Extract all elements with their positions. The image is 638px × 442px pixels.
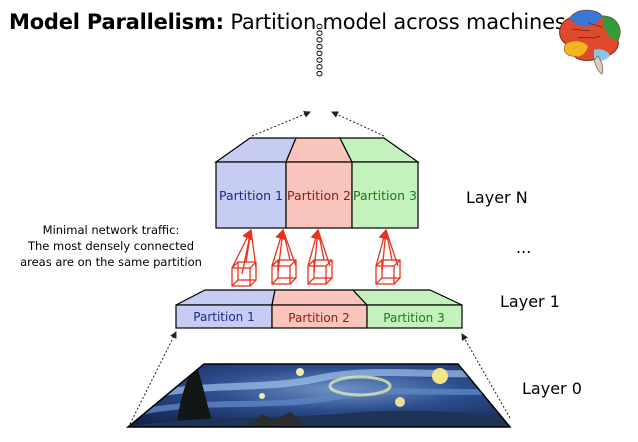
dotted-arrow-up-left <box>251 111 311 137</box>
title-rest: Partition model across machines <box>230 10 566 34</box>
title-bold: Model Parallelism: <box>9 10 224 34</box>
layer-1-partition-1: Partition 1 <box>193 310 254 324</box>
brain-icon <box>559 9 621 75</box>
dotted-arrow-left <box>129 331 177 425</box>
layer-1-partition-2: Partition 2 <box>288 311 349 325</box>
note-line-1: Minimal network traffic: <box>42 223 180 237</box>
connection-group-3 <box>307 228 333 285</box>
dotted-arrow-right <box>461 333 511 419</box>
connection-group-4 <box>375 228 401 285</box>
layer-n-partition-1: Partition 1 <box>219 188 283 203</box>
layer-ellipsis: ... <box>516 238 532 257</box>
page-title: Model Parallelism: Partition model acros… <box>9 10 566 34</box>
connection-group-1 <box>231 228 257 287</box>
traffic-note: Minimal network traffic: The most densel… <box>8 222 214 270</box>
layer-1-label: Layer 1 <box>500 292 560 311</box>
dotted-arrow-up-right <box>331 111 385 137</box>
layer-0-label: Layer 0 <box>522 379 582 398</box>
layer-n-partition-2: Partition 2 <box>287 188 351 203</box>
layer-0-canvas <box>125 363 512 428</box>
continuation-dots: oooooooo <box>314 23 327 77</box>
layer-n-label: Layer N <box>466 188 528 207</box>
layer-n-block <box>214 137 420 229</box>
layer-n-partition-3: Partition 3 <box>353 188 417 203</box>
connection-group-2 <box>271 228 297 285</box>
note-line-2: The most densely connected <box>27 239 195 253</box>
layer-1-partition-3: Partition 3 <box>383 311 444 325</box>
layer-1-block <box>175 289 463 329</box>
note-line-3: areas are on the same partition <box>20 255 202 269</box>
